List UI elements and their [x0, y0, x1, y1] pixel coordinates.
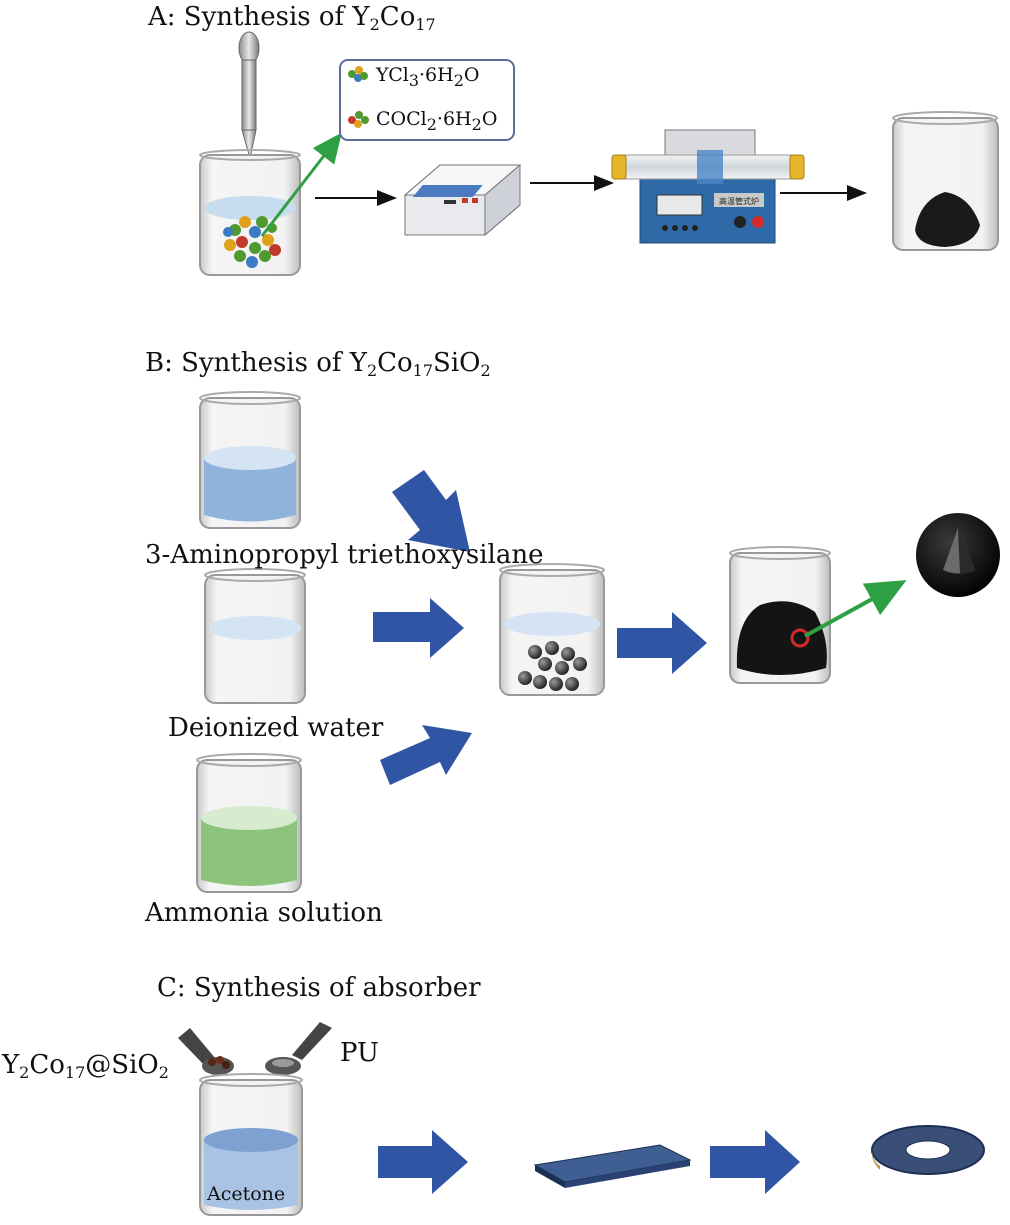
beaker-b4: [499, 563, 605, 696]
composite-sheet-icon: [533, 1144, 692, 1188]
beaker-a2: [892, 111, 999, 251]
spoon-pu-icon: [265, 1022, 332, 1075]
reagent-2-label: COCl2·6H2O: [376, 108, 498, 134]
beaker-a1: [199, 149, 301, 276]
toroid-sample-icon: [871, 1125, 985, 1175]
particle-zoom-icon: [916, 513, 1000, 597]
block-arrow-c1: [378, 1130, 468, 1194]
reagent-pointer-arrow: [260, 132, 342, 237]
zoom-pointer-arrow: [804, 580, 907, 638]
beaker-b3-label: Ammonia solution: [145, 898, 383, 928]
tube-furnace-icon: 高温管式炉: [611, 129, 805, 244]
block-arrow-b2: [373, 598, 464, 658]
beaker-c1: [199, 1073, 303, 1216]
section-c-title: C: Synthesis of absorber: [157, 973, 481, 1003]
beaker-b1: [199, 391, 301, 529]
beaker-b1-label: 3-Aminopropyl triethoxysilane: [145, 540, 544, 570]
beaker-b3: [196, 753, 302, 893]
molecule-cluster-icon: [223, 216, 281, 268]
controller-device-icon: [403, 163, 522, 237]
acetone-label: Acetone: [207, 1183, 286, 1205]
beaker-b2: [204, 568, 306, 704]
section-b-title: B: Synthesis of Y2Co17SiO2: [145, 348, 491, 380]
section-a-title: A: Synthesis of Y2Co17: [148, 2, 436, 34]
block-arrow-c2: [710, 1130, 800, 1194]
pipette-icon: [238, 31, 260, 159]
spoon-2-label: PU: [340, 1038, 379, 1068]
molecule-small-icon-1: [348, 66, 368, 82]
block-arrow-b4: [617, 612, 707, 674]
beaker-b5: [729, 546, 831, 684]
molecule-small-icon-2: [348, 111, 369, 128]
block-arrow-b1: [392, 470, 470, 552]
reagent-1-label: YCl3·6H2O: [376, 64, 480, 90]
spoon-1-label: Y2Co17@SiO2: [2, 1050, 169, 1082]
furnace-label: 高温管式炉: [719, 196, 759, 206]
beaker-b2-label: Deionized water: [168, 713, 384, 743]
spoon-sample-icon: [178, 1028, 234, 1075]
block-arrow-b3: [380, 725, 472, 785]
reagent-box: [339, 59, 515, 141]
